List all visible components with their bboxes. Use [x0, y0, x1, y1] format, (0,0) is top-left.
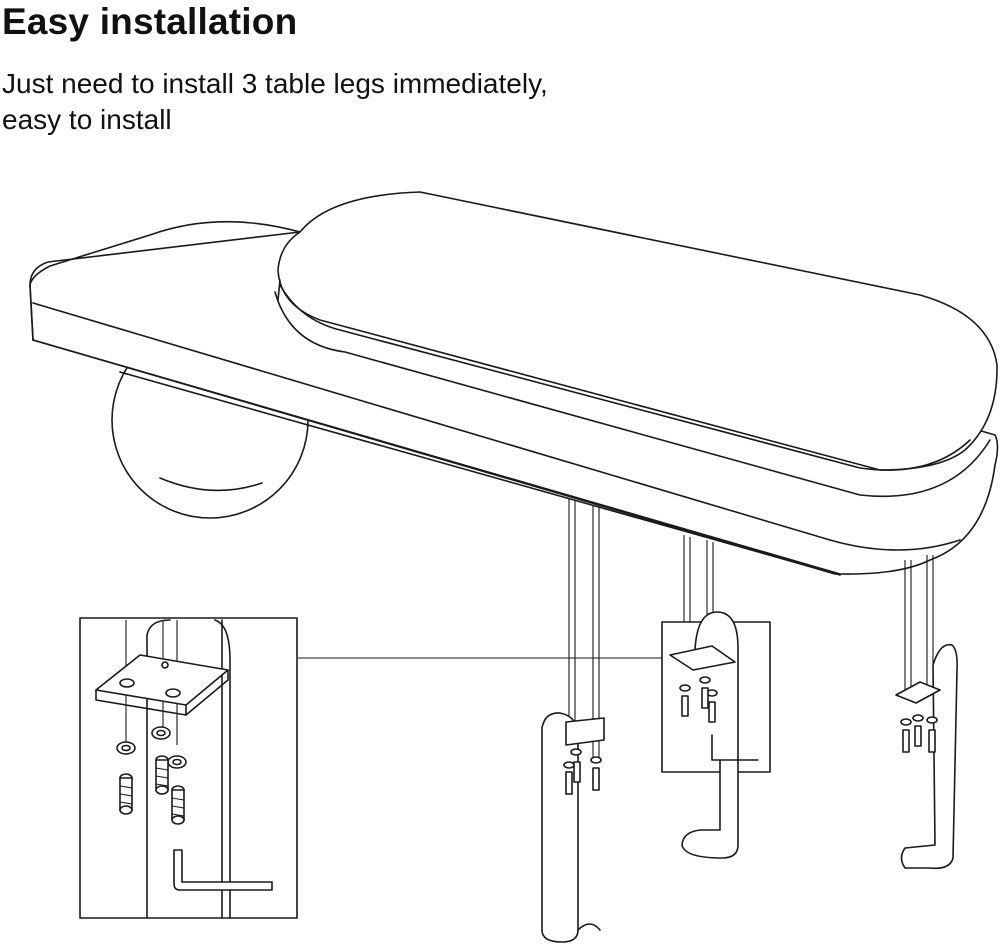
table-leg-icon	[661, 535, 771, 859]
screw-icon	[119, 755, 185, 825]
page-title: Easy installation	[2, 1, 298, 42]
mounting-plate-icon	[95, 654, 229, 716]
table-leg-icon	[541, 498, 605, 943]
subtitle-line-1: Just need to install 3 table legs immedi…	[2, 68, 548, 99]
table-leg-icon	[895, 555, 958, 870]
subtitle-line-2: easy to install	[2, 104, 172, 135]
hex-key-icon	[711, 734, 759, 761]
armrest-pad-icon	[29, 191, 999, 576]
detail-inset	[79, 617, 298, 919]
washer-icon	[116, 726, 187, 769]
hex-key-icon	[173, 849, 273, 891]
page-subtitle: Just need to install 3 table legs immedi…	[2, 66, 548, 138]
